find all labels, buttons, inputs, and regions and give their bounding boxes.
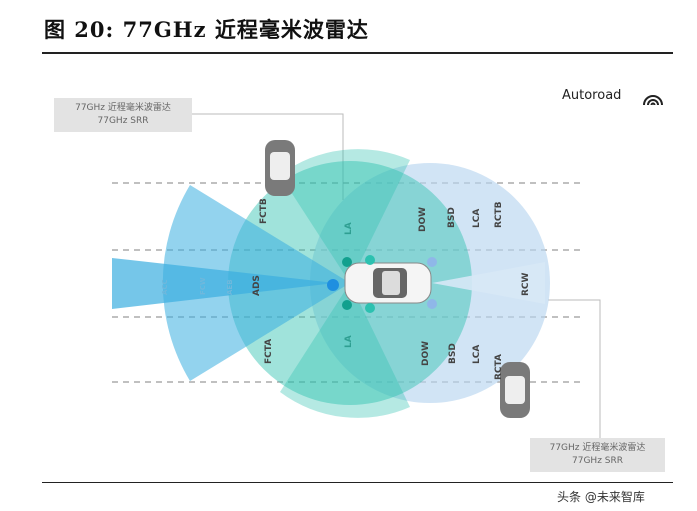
sensor-front-center <box>327 279 339 291</box>
label-bsd-top: BSD <box>447 207 457 228</box>
sensor-rear-left <box>427 257 437 267</box>
sensor-side-front-right <box>365 303 375 313</box>
label-dow-top: DOW <box>418 207 428 232</box>
ego-car <box>344 262 432 304</box>
label-lca-bottom: LCA <box>472 345 482 364</box>
bottom-divider <box>42 482 673 483</box>
callout-top-left: 77GHz 近程毫米波雷达 77GHz SRR <box>54 98 192 132</box>
callout-top-left-line2: 77GHz SRR <box>97 116 149 126</box>
sensor-front-left <box>342 257 352 267</box>
label-fcta: FCTA <box>264 339 274 364</box>
label-fctb: FCTB <box>259 198 269 224</box>
sensor-front-right <box>342 300 352 310</box>
autoroad-logo-icon <box>643 95 663 106</box>
sensor-side-front-left <box>365 255 375 265</box>
callout-leader-top <box>192 113 344 200</box>
callout-bottom-right-line1: 77GHz 近程毫米波雷达 <box>549 443 646 453</box>
car-bottom-right <box>500 362 530 418</box>
figure-title: 图 20: 77GHz 近程毫米波雷达 <box>44 17 369 42</box>
label-lca-top: LCA <box>472 209 482 228</box>
label-front-1: ACC <box>161 279 169 295</box>
sensor-rear-right <box>427 299 437 309</box>
front-long-range-beam <box>112 258 335 309</box>
rear-beam <box>432 262 545 304</box>
label-rcta: RCTA <box>494 354 504 380</box>
label-la-bottom: LA <box>344 335 354 348</box>
brand-name: Autoroad <box>562 88 622 103</box>
side-sector-bottom <box>280 283 410 418</box>
callout-top-left-line1: 77GHz 近程毫米波雷达 <box>75 103 171 113</box>
top-divider <box>42 52 673 54</box>
label-front-2: FCW <box>199 277 207 295</box>
label-ads: ADS <box>252 275 262 296</box>
radar-sensors <box>327 255 437 313</box>
watermark: 头条 @未来智库 <box>557 490 645 504</box>
car-top-left <box>265 140 295 196</box>
label-la-top: LA <box>344 222 354 235</box>
label-rctb: RCTB <box>494 201 504 228</box>
label-front-3: AEB <box>226 279 234 295</box>
callout-bottom-right: 77GHz 近程毫米波雷达 77GHz SRR <box>530 438 665 472</box>
label-rcw: RCW <box>521 272 531 296</box>
callout-bottom-right-line2: 77GHz SRR <box>572 456 623 466</box>
label-bsd-bottom: BSD <box>448 343 458 364</box>
side-sector-top <box>280 149 410 283</box>
label-dow-bottom: DOW <box>421 341 431 366</box>
callout-leader-bottom <box>548 299 601 438</box>
